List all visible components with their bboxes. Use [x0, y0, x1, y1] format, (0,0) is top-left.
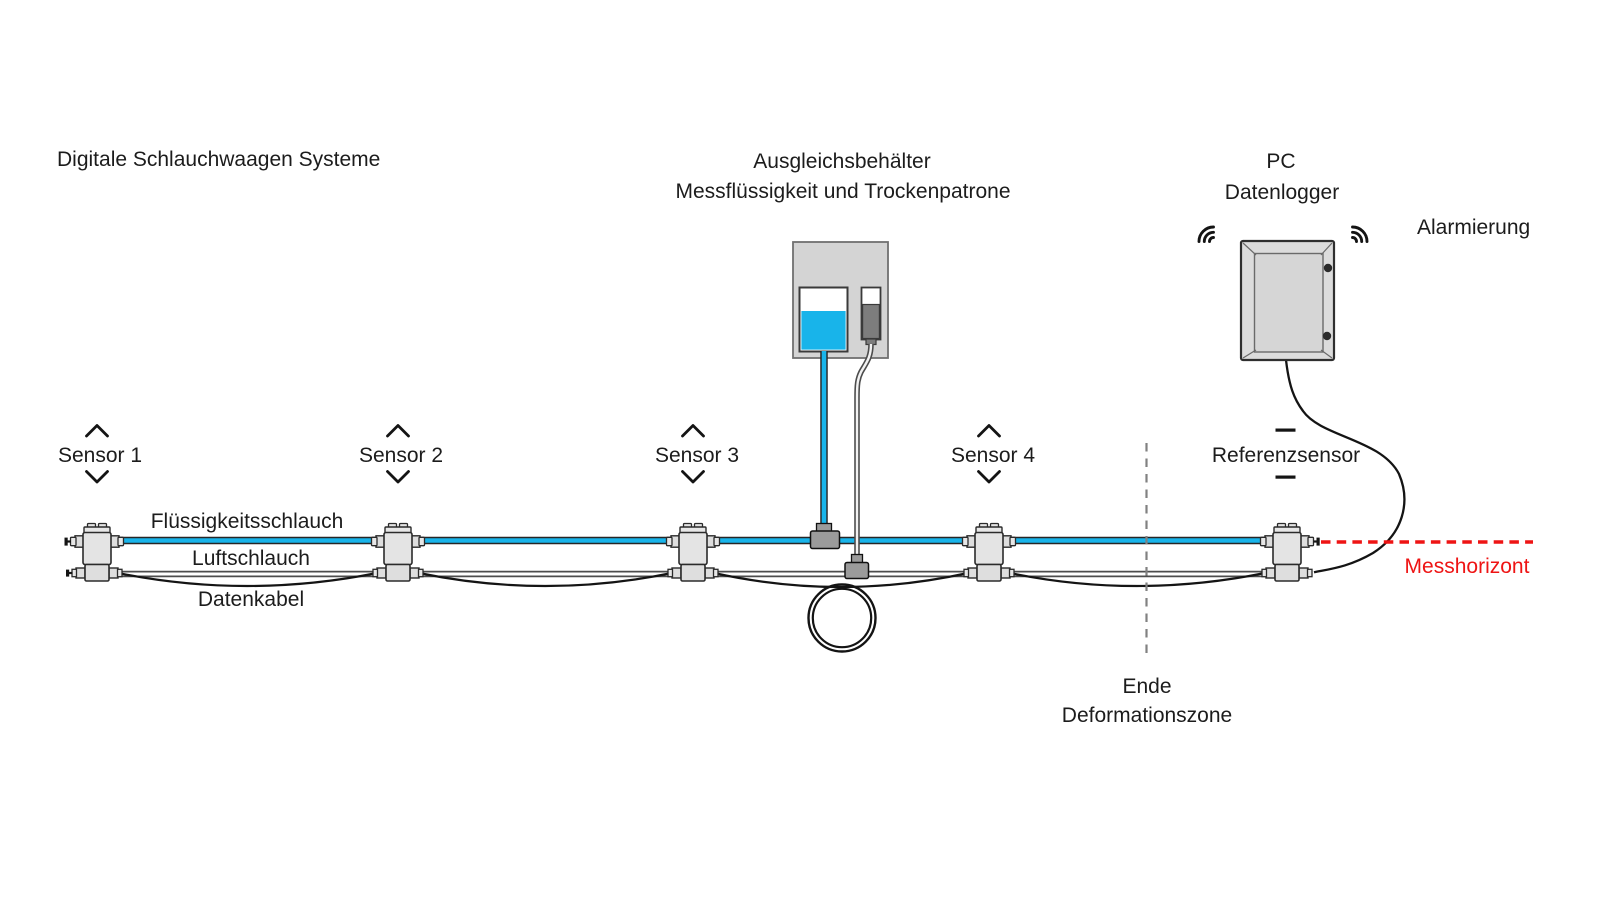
sensor-device-3: [665, 522, 721, 582]
cabinet-knob: [1322, 331, 1332, 341]
chevron-up-icon: [977, 424, 1001, 438]
chevron-up-icon: [681, 424, 705, 438]
measuring-liquid-level: [801, 311, 846, 350]
chevron-down-icon: [386, 470, 410, 484]
liquid-tee-connector: [809, 522, 841, 550]
datalogger-cable: [1284, 359, 1406, 574]
page-title: Digitale Schlauchwaagen Systeme: [57, 148, 381, 171]
sensor-device-4: [961, 522, 1017, 582]
chevron-down-icon: [85, 470, 109, 484]
deformation-zone-label-line2: Deformationszone: [1061, 704, 1233, 727]
reference-sensor-device: [1259, 522, 1315, 582]
expansion-tank: [792, 241, 889, 359]
wifi-waves-icon: [1197, 225, 1215, 243]
sensor-2-label: Sensor 2: [358, 444, 444, 467]
sensor-device-2: [370, 522, 426, 582]
alarm-label: Alarmierung: [1417, 216, 1531, 239]
cartridge-air-tube: [854, 343, 874, 558]
data-cable-label: Datenkabel: [197, 588, 305, 611]
chevron-down-icon: [977, 470, 1001, 484]
data-cable-coil: [807, 583, 877, 653]
measuring-horizon-label: Messhorizont: [1404, 555, 1530, 578]
line-end-pins: [64, 537, 1320, 577]
sensor-1-label: Sensor 1: [57, 444, 143, 467]
tank-label-line1: Ausgleichsbehälter: [753, 150, 931, 173]
chevron-up-icon: [85, 424, 109, 438]
cabinet-knob: [1323, 263, 1333, 273]
dash-icon: [1275, 475, 1296, 479]
tank-label-line2: Messflüssigkeit und Trockenpatrone: [675, 180, 1011, 203]
wifi-waves-icon: [1351, 225, 1369, 243]
air-tee-connector: [844, 553, 870, 580]
chevron-down-icon: [681, 470, 705, 484]
datalogger-label-line2: Datenlogger: [1224, 181, 1340, 204]
sensor-4-label: Sensor 4: [950, 444, 1036, 467]
sensor-device-1: [69, 522, 125, 582]
reference-sensor-label: Referenzsensor: [1211, 444, 1361, 467]
deformation-zone-label-line1: Ende: [1122, 675, 1172, 698]
drying-cartridge-fill: [861, 303, 880, 340]
datalogger-cabinet: [1239, 239, 1336, 362]
sensor-3-label: Sensor 3: [654, 444, 740, 467]
dash-icon: [1275, 428, 1296, 432]
liquid-hose-label: Flüssigkeitsschlauch: [150, 510, 344, 533]
datalogger-label-line1: PC: [1266, 150, 1296, 173]
chevron-up-icon: [386, 424, 410, 438]
cartridge-outlet: [865, 338, 877, 346]
air-hose-label: Luftschlauch: [192, 547, 310, 570]
data-cable-line: [117, 571, 1266, 589]
